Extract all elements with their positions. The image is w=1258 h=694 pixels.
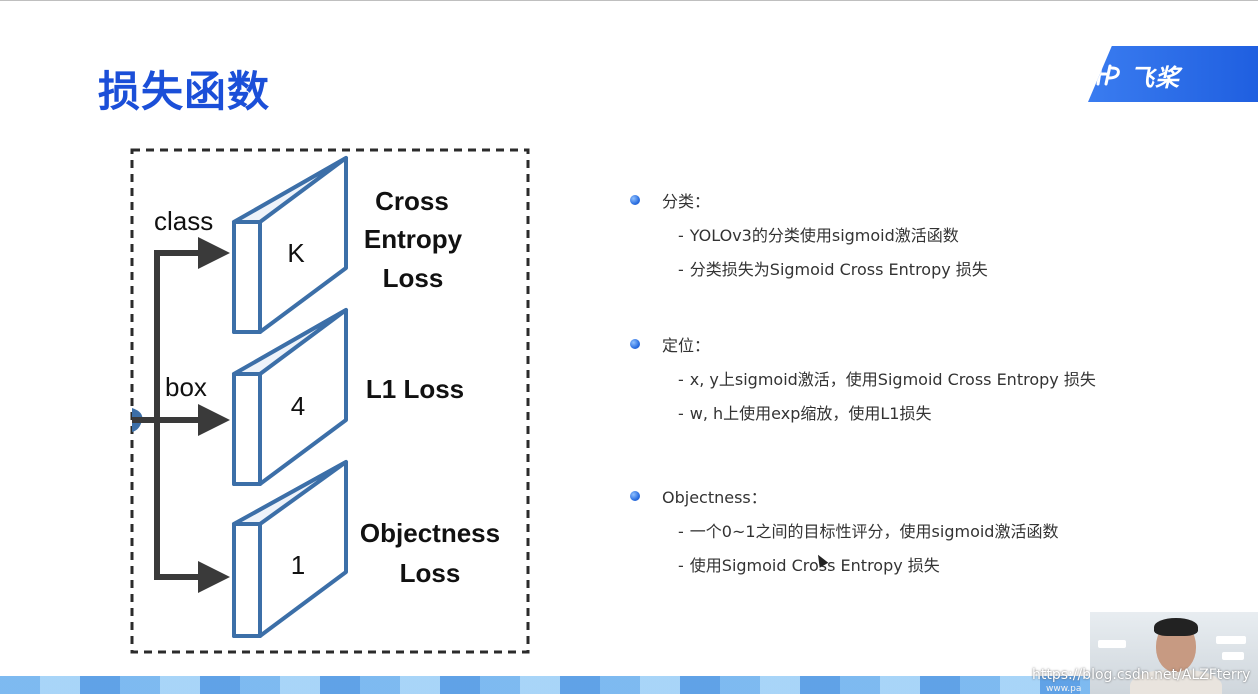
presenter-video[interactable]	[1090, 612, 1258, 694]
ceiling-light	[1216, 636, 1246, 644]
list-item: -分类损失为Sigmoid Cross Entropy 损失	[678, 260, 988, 279]
loss-label-class-2: Entropy	[364, 224, 463, 254]
loss-label-objectness-1: Objectness	[360, 518, 500, 548]
box-value-objectness: 1	[291, 550, 305, 580]
list-item: -YOLOv3的分类使用sigmoid激活函数	[678, 226, 959, 245]
loss-label-objectness-2: Loss	[400, 558, 461, 588]
presenter-body	[1130, 670, 1222, 694]
bottom-decor-bar	[0, 676, 1258, 694]
section-heading: 定位：	[662, 336, 711, 355]
list-item: -x, y上sigmoid激活，使用Sigmoid Cross Entropy …	[678, 370, 1096, 389]
box-box	[232, 308, 348, 486]
arrow-objectness	[154, 561, 230, 593]
input-label-class: class	[154, 206, 213, 236]
loss-label-box: L1 Loss	[366, 374, 464, 404]
list-item: -w, h上使用exp缩放，使用L1损失	[678, 404, 932, 423]
loss-label-class-3: Loss	[383, 263, 444, 293]
dashed-frame	[130, 148, 530, 654]
section-heading: 分类：	[662, 192, 711, 211]
arrow-box	[157, 404, 230, 436]
section-heading: Objectness：	[662, 488, 767, 507]
paddle-logo-mark-icon	[1094, 64, 1120, 86]
brand-logo: 飞桨	[1088, 46, 1258, 102]
box-objectness	[232, 460, 348, 638]
bullet-dot-icon	[630, 195, 640, 205]
box-value-box: 4	[291, 391, 305, 421]
bullet-dot-icon	[630, 491, 640, 501]
box-value-class: K	[287, 238, 305, 268]
input-label-box: box	[165, 372, 207, 402]
ceiling-light	[1222, 652, 1244, 660]
bullet-dot-icon	[630, 339, 640, 349]
watermark-url: https://blog.csdn.net/ALZFterry	[1032, 667, 1251, 683]
list-item: -一个0~1之间的目标性评分，使用sigmoid激活函数	[678, 522, 1059, 541]
page-title: 损失函数	[98, 67, 271, 116]
loss-label-class-1: Cross	[375, 186, 449, 216]
loss-diagram: class box K 4 1 Cross Entropy Loss L1 Lo…	[130, 148, 530, 654]
top-border	[0, 0, 1258, 1]
box-class	[232, 156, 348, 334]
arrow-class	[154, 237, 230, 269]
ceiling-light	[1098, 640, 1126, 648]
list-item: -使用Sigmoid Cross Entropy 损失	[678, 556, 940, 575]
presenter-hair	[1154, 618, 1198, 636]
watermark-sub: www.pa	[1046, 684, 1082, 694]
brand-name: 飞桨	[1130, 64, 1180, 92]
